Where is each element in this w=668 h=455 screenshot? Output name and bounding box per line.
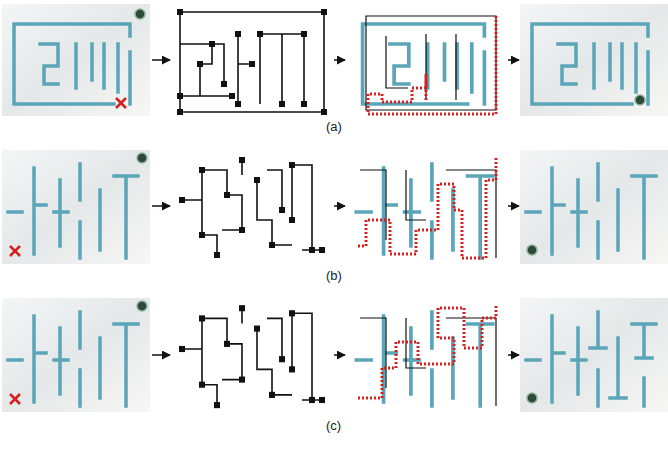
subfigure-label: (b) bbox=[326, 269, 342, 283]
maze-row-c bbox=[2, 298, 668, 412]
maze-row-a bbox=[2, 4, 668, 116]
step-arrows bbox=[152, 60, 519, 355]
subfigure-label: (a) bbox=[326, 120, 342, 134]
maze-row-b bbox=[2, 150, 668, 264]
subfigure-label: (c) bbox=[326, 419, 341, 433]
